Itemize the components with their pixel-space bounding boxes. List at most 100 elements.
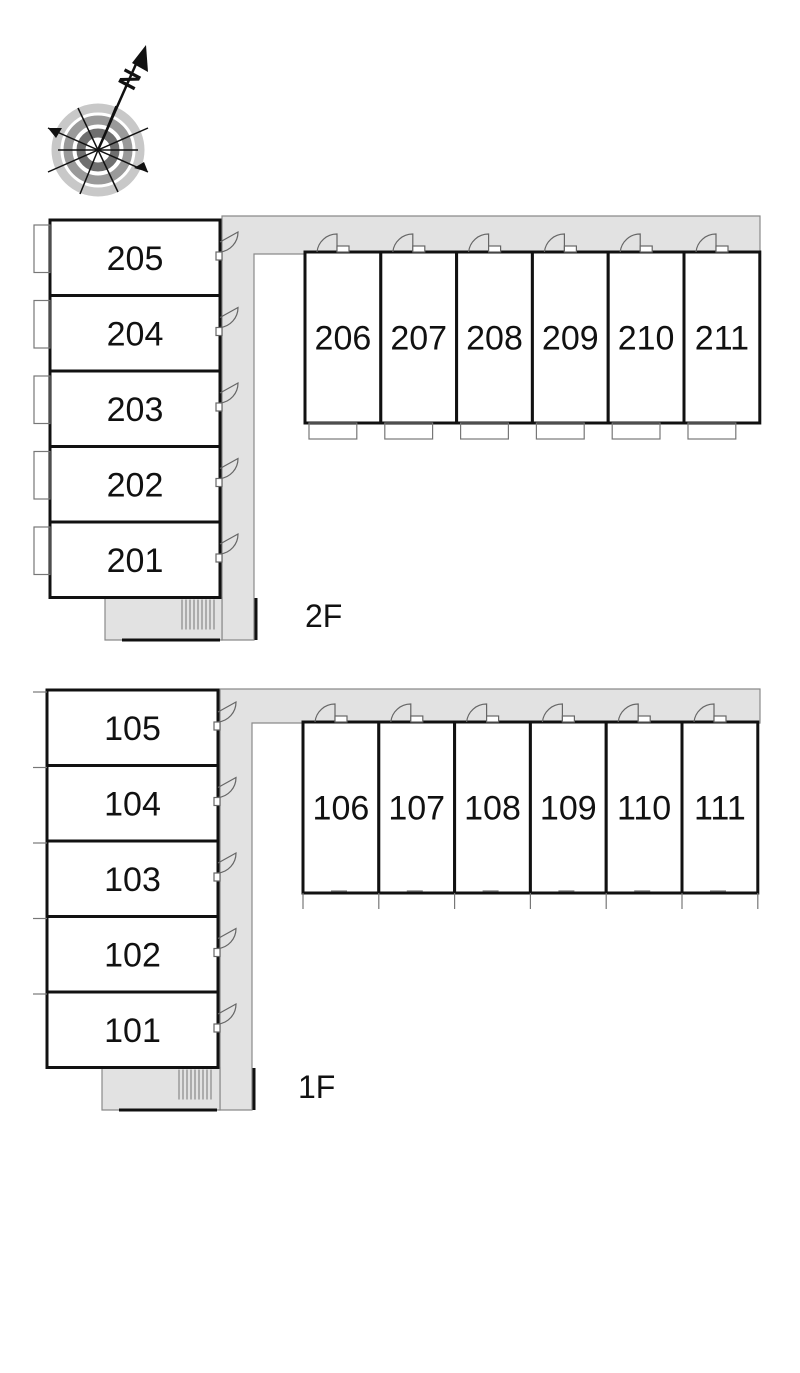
door-frame xyxy=(215,251,223,261)
unit-outline xyxy=(606,250,686,425)
unit-207[interactable]: 207 xyxy=(379,233,459,440)
compass-icon xyxy=(47,45,149,197)
unit-number: 108 xyxy=(464,790,521,828)
unit-209[interactable]: 209 xyxy=(530,233,610,440)
unit-201[interactable]: 201 xyxy=(33,520,239,599)
door-icon xyxy=(695,233,717,253)
door-icon xyxy=(392,233,414,253)
unit-outline xyxy=(301,720,381,895)
unit-203[interactable]: 203 xyxy=(33,369,239,448)
unit-number: 106 xyxy=(313,790,370,828)
unit-103[interactable]: 103 xyxy=(33,839,237,918)
unit-106[interactable]: 106 xyxy=(301,703,381,909)
door-icon xyxy=(541,703,563,723)
balcony xyxy=(33,450,51,500)
unit-211[interactable]: 211 xyxy=(682,233,762,440)
door-icon xyxy=(617,703,639,723)
unit-outline xyxy=(48,445,222,524)
unit-210[interactable]: 210 xyxy=(606,233,686,440)
unit-number: 111 xyxy=(694,790,746,828)
unit-outline xyxy=(303,250,383,425)
unit-outline xyxy=(455,250,534,425)
unit-102[interactable]: 102 xyxy=(33,915,237,994)
unit-number: 203 xyxy=(107,391,164,429)
door-icon xyxy=(619,233,641,253)
unit-number: 110 xyxy=(617,790,671,828)
unit-outline xyxy=(45,839,220,918)
unit-105[interactable]: 105 xyxy=(33,688,237,767)
door-icon xyxy=(219,306,239,329)
door-icon xyxy=(316,233,338,253)
unit-206[interactable]: 206 xyxy=(303,233,383,440)
unit-110[interactable]: 110 xyxy=(604,703,684,909)
unit-outline xyxy=(453,720,532,895)
door-icon xyxy=(693,703,715,723)
door-icon xyxy=(314,703,336,723)
door-frame xyxy=(334,715,348,723)
door-frame xyxy=(215,326,223,337)
door-icon xyxy=(468,233,490,253)
unit-number: 208 xyxy=(466,320,523,358)
unit-number: 103 xyxy=(104,861,161,899)
unit-outline xyxy=(604,720,684,895)
floor-label: 2F xyxy=(305,598,342,634)
door-frame xyxy=(336,245,350,253)
floor-label: 1F xyxy=(298,1069,335,1105)
door-frame xyxy=(215,402,223,412)
door-icon xyxy=(219,532,239,555)
unit-107[interactable]: 107 xyxy=(377,703,457,909)
unit-number: 101 xyxy=(104,1012,161,1050)
door-icon xyxy=(466,703,488,723)
staircase-icon xyxy=(178,1069,212,1100)
unit-number: 107 xyxy=(388,790,445,828)
stair-landing xyxy=(101,1066,221,1111)
balcony xyxy=(308,422,358,440)
unit-number: 201 xyxy=(107,542,164,580)
balcony xyxy=(33,299,51,349)
unit-101[interactable]: 101 xyxy=(33,990,237,1069)
door-frame xyxy=(713,715,727,723)
unit-outline xyxy=(45,990,220,1069)
door-frame xyxy=(561,715,576,723)
unit-number: 210 xyxy=(618,320,675,358)
unit-108[interactable]: 108 xyxy=(453,703,532,909)
unit-number: 104 xyxy=(104,785,161,823)
staircase-icon xyxy=(181,599,215,630)
unit-outline xyxy=(682,250,762,425)
unit-205[interactable]: 205 xyxy=(33,218,239,297)
door-frame xyxy=(410,715,424,723)
balcony xyxy=(611,422,661,440)
door-icon xyxy=(219,381,239,404)
unit-number: 207 xyxy=(390,320,447,358)
unit-202[interactable]: 202 xyxy=(33,445,239,524)
door-frame xyxy=(412,245,426,253)
door-icon xyxy=(217,776,237,799)
unit-111[interactable]: 111 xyxy=(680,703,760,909)
door-frame xyxy=(213,721,221,731)
door-frame xyxy=(213,947,221,958)
door-icon xyxy=(217,927,237,950)
door-frame xyxy=(215,553,223,563)
unit-104[interactable]: 104 xyxy=(33,764,237,843)
unit-outline xyxy=(48,218,222,297)
unit-208[interactable]: 208 xyxy=(455,233,534,440)
unit-number: 109 xyxy=(540,790,597,828)
unit-109[interactable]: 109 xyxy=(528,703,608,909)
unit-number: 205 xyxy=(107,240,164,278)
door-frame xyxy=(639,245,653,253)
stair-landing xyxy=(104,596,223,641)
door-icon xyxy=(217,1002,237,1025)
unit-number: 105 xyxy=(104,710,161,748)
balcony xyxy=(33,224,51,274)
floor-1f: 105 104 103 102 101 106 107 108 109 110 111 1F xyxy=(33,688,761,1112)
unit-outline xyxy=(48,520,222,599)
door-icon xyxy=(217,851,237,874)
door-icon xyxy=(390,703,412,723)
door-frame xyxy=(637,715,651,723)
balcony xyxy=(460,422,510,440)
door-frame xyxy=(715,245,729,253)
balcony xyxy=(33,375,51,425)
unit-204[interactable]: 204 xyxy=(33,294,239,373)
